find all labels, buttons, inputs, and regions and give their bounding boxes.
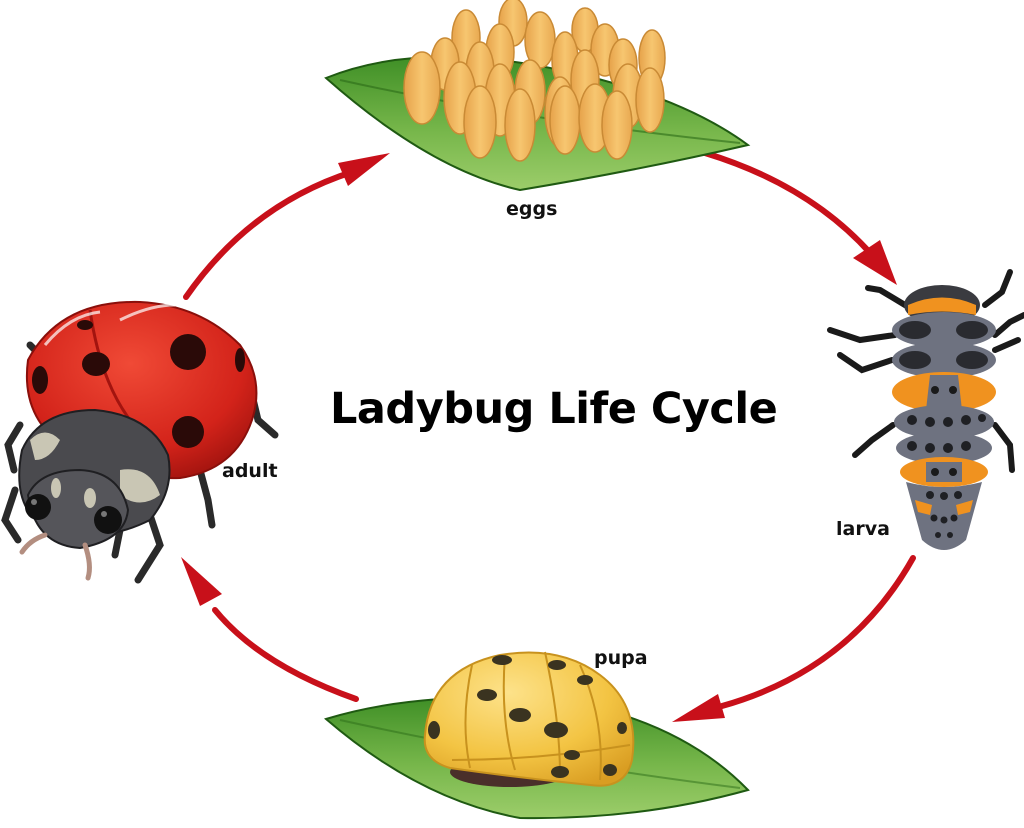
- diagram-title: Ladybug Life Cycle: [330, 384, 778, 434]
- arrow-eggs-to-larva: [702, 150, 897, 285]
- adult-ladybug-illustration: [1, 300, 279, 584]
- arrow-adult-to-eggs: [183, 153, 390, 300]
- stage-label-adult: adult: [222, 460, 278, 482]
- arrow-larva-to-pupa: [672, 555, 916, 722]
- stage-label-eggs: eggs: [506, 198, 558, 220]
- arrow-pupa-to-adult: [181, 557, 359, 702]
- ladybug-spots: [32, 320, 245, 448]
- egg-cluster: [403, 0, 666, 162]
- pupa-illustration: [323, 651, 750, 820]
- eggs-illustration: [324, 0, 751, 192]
- cycle-arrows: [181, 150, 916, 722]
- stage-label-pupa: pupa: [594, 647, 648, 669]
- larva-legs: [827, 269, 1024, 473]
- pupa-spots: [428, 655, 627, 778]
- stage-label-larva: larva: [836, 518, 890, 540]
- larva-illustration: [827, 269, 1024, 550]
